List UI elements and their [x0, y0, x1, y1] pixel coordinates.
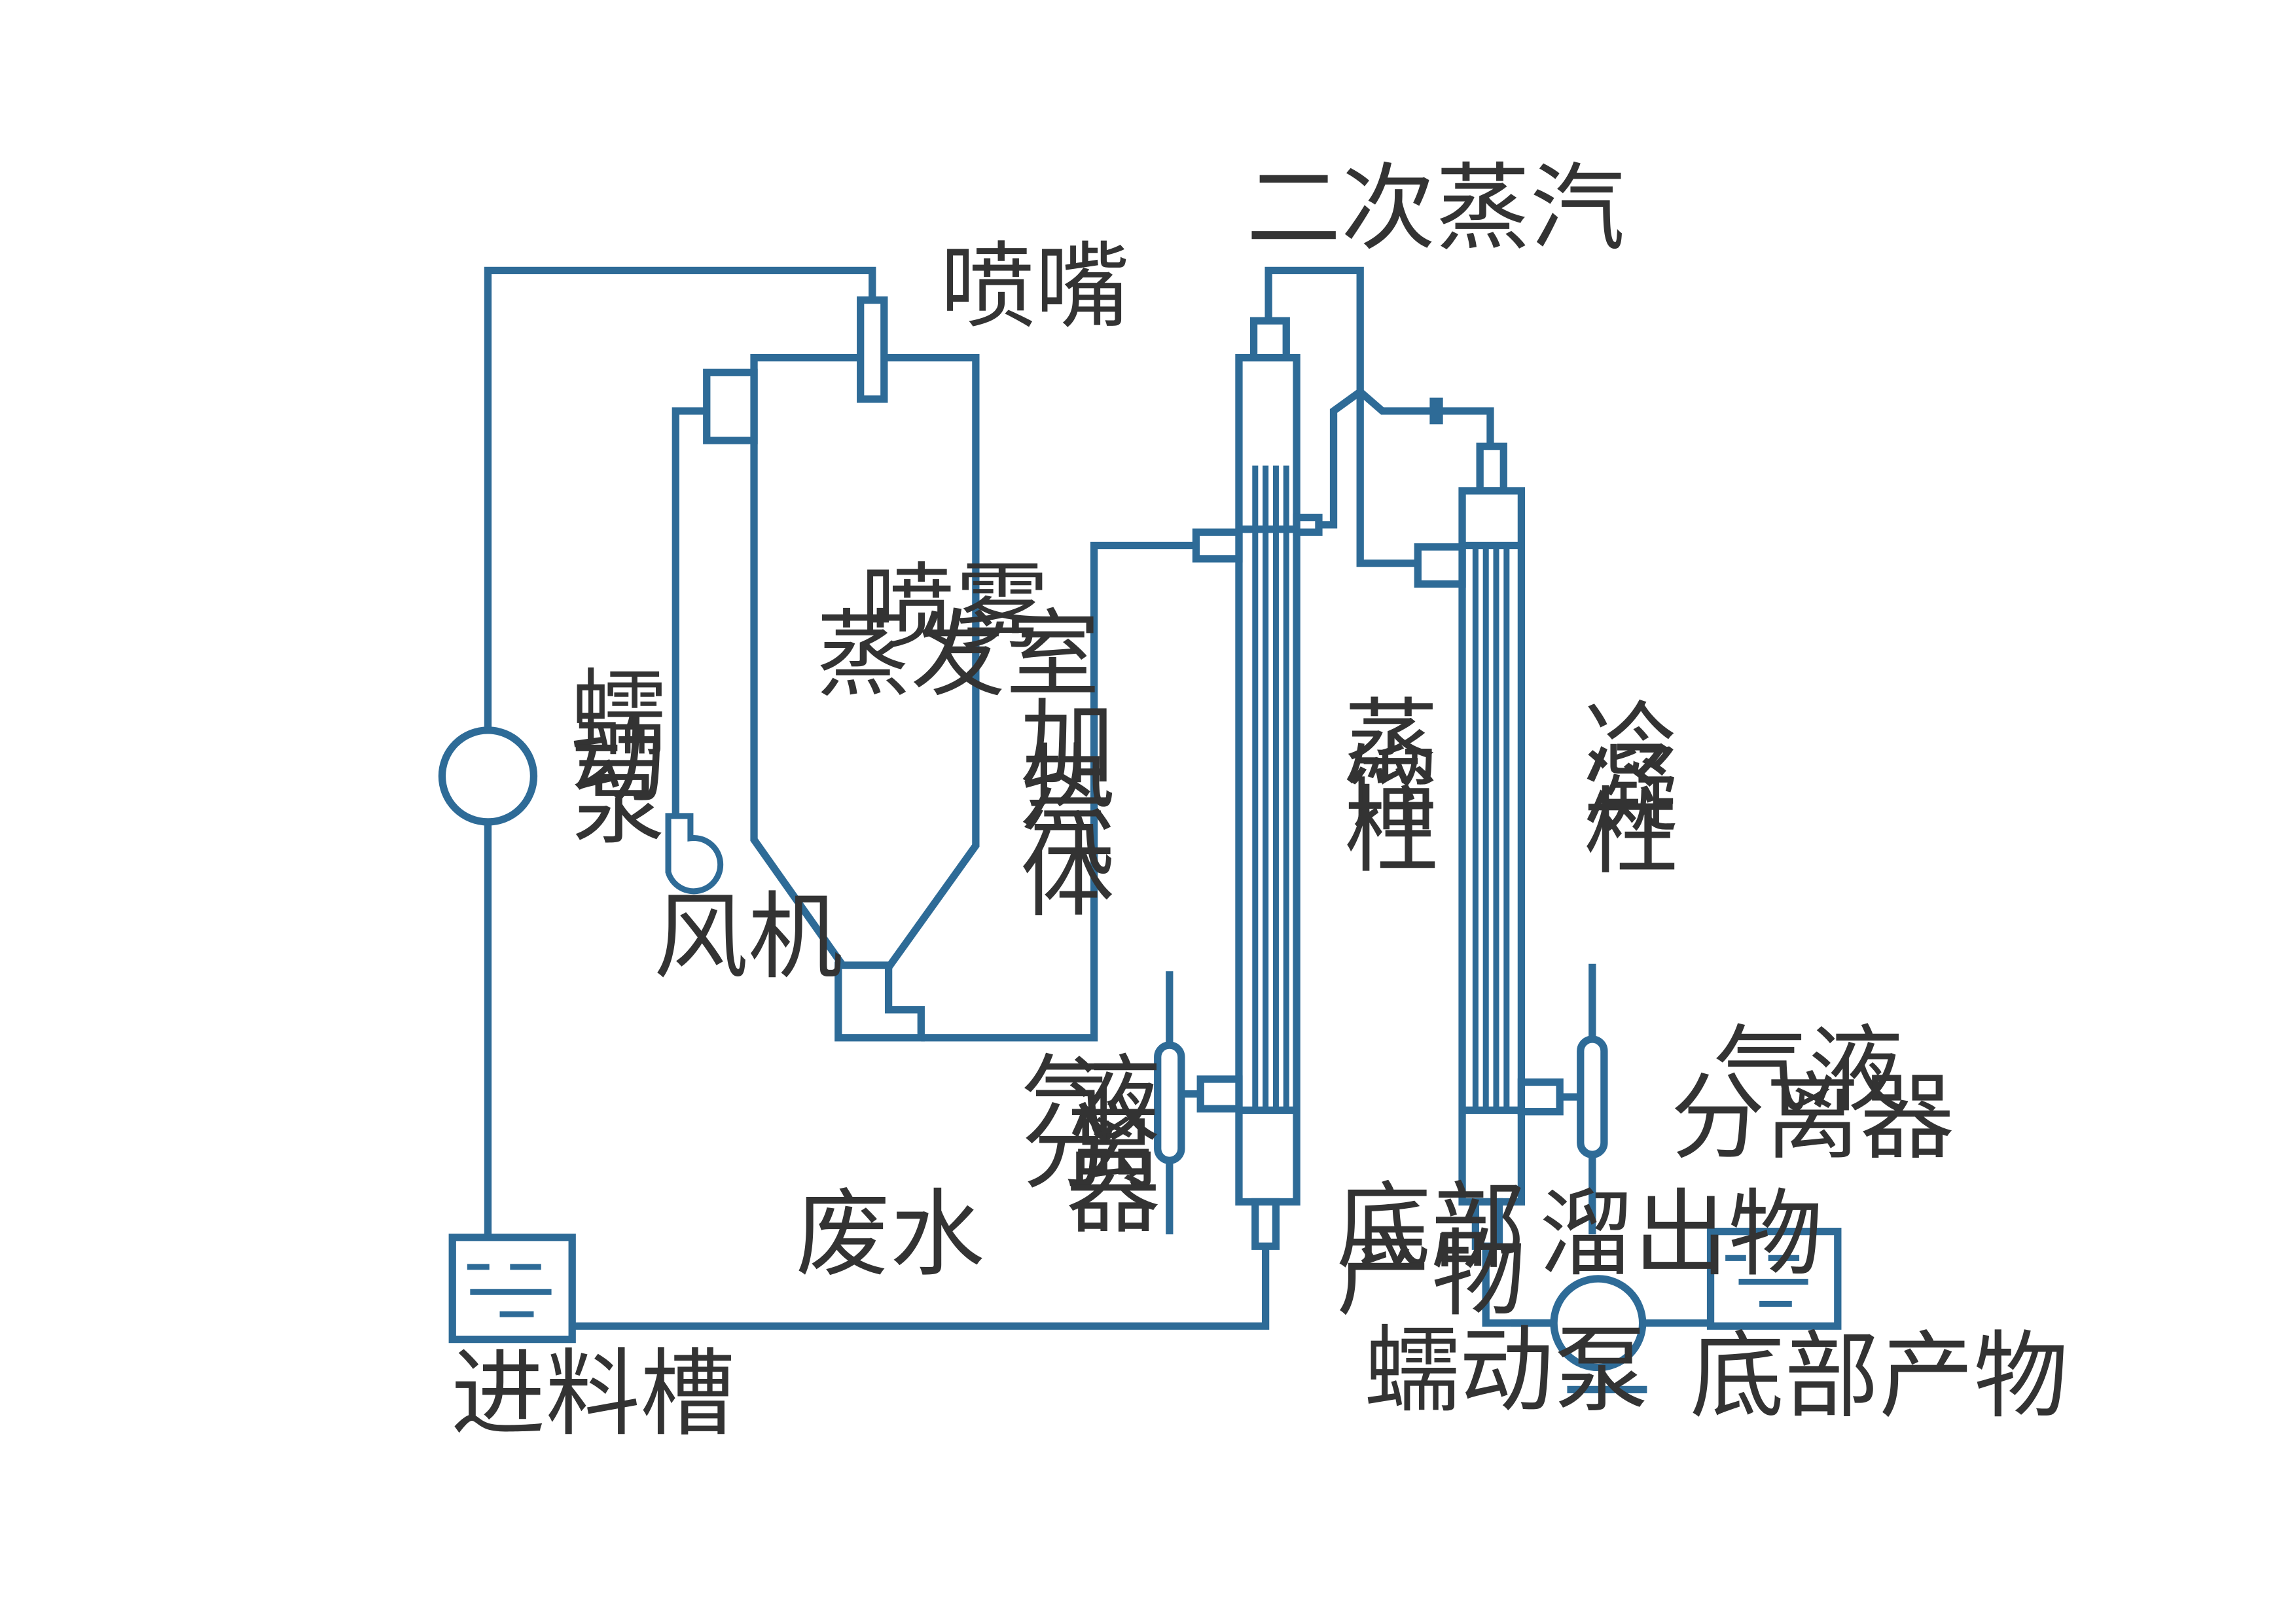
label-bottom-product-mid-2: 产物	[1336, 1220, 1526, 1330]
condenser-body	[1458, 487, 1526, 1206]
distillate-tank	[1706, 1228, 1842, 1330]
label-fan: 风机	[653, 883, 842, 993]
condenser-top-stem	[1476, 442, 1507, 495]
label-heating-gas-4: 体	[1020, 821, 1115, 931]
label-separator-left-b1: 液	[1066, 1045, 1161, 1155]
feed-tank	[448, 1234, 576, 1344]
condenser-steam-inlet	[1414, 543, 1466, 588]
label-pump-left-1: 蠕	[571, 660, 666, 770]
label-condenser-1: 冷	[1583, 692, 1678, 802]
separator-right	[1577, 1035, 1608, 1158]
separator-left-connector	[1196, 1075, 1243, 1113]
label-spray-chamber-1: 喷雾	[861, 553, 1050, 663]
chamber-side-inlet	[703, 368, 758, 444]
label-distillation-column: 蒸 馏 柱	[1344, 689, 1439, 886]
chamber-outlet	[834, 961, 925, 1042]
label-distillation-1: 蒸	[1344, 689, 1439, 799]
distillation-column-top-cap	[1249, 317, 1290, 362]
label-pump-left: 蠕 动 泵	[571, 660, 666, 859]
separator-left	[1154, 1041, 1185, 1164]
label-secondary-steam: 二次蒸汽	[1246, 154, 1624, 264]
label-condenser-3: 柱	[1583, 777, 1678, 887]
label-pump-left-3: 泵	[571, 748, 666, 858]
label-pump-left-2: 动	[571, 707, 666, 817]
label-waste-water: 废水	[795, 1180, 984, 1290]
label-heating-gas: 加 热 气 体	[1020, 689, 1115, 931]
label-bottom-product-right: 底部产物	[1690, 1322, 2068, 1432]
label-heating-gas-3: 气	[1020, 779, 1115, 889]
label-distillation-2: 馏	[1344, 735, 1439, 845]
label-heating-gas-1: 加	[1020, 689, 1115, 799]
distillation-tubes	[1252, 465, 1289, 1111]
label-separator-left-a2: 分	[1022, 1093, 1117, 1203]
separator-right-connector	[1517, 1078, 1564, 1116]
distillation-side-port	[1293, 513, 1323, 536]
label-separator-left-b3: 器	[1066, 1137, 1161, 1247]
feed-pipe	[484, 266, 876, 1238]
label-nozzle: 喷嘴	[941, 232, 1130, 342]
label-condenser-column: 冷 凝 柱	[1583, 692, 1678, 887]
label-distillate: 溜出物	[1539, 1180, 1823, 1290]
secondary-steam-pipe-top	[1265, 266, 1418, 567]
label-separator-right-1: 气液	[1713, 1016, 1903, 1126]
waste-water-pipe	[572, 1246, 1270, 1330]
peristaltic-pump-left	[438, 726, 538, 826]
condenser-tubes	[1472, 545, 1510, 1111]
label-pump-bottom: 蠕动泵	[1365, 1316, 1649, 1426]
label-separator-right-2: 分离器	[1671, 1063, 1955, 1173]
label-separator-left: 气 分 液 离 器	[1022, 1045, 1160, 1247]
label-condenser-2: 凝	[1583, 736, 1678, 846]
label-separator-left-a1: 气	[1022, 1045, 1117, 1155]
distillation-bottom-stem	[1251, 1198, 1280, 1250]
valve	[1429, 397, 1443, 425]
label-heating-gas-2: 热	[1020, 735, 1115, 845]
distillation-gas-inlet	[1192, 528, 1243, 563]
heating-gas-pipe	[921, 541, 1196, 1042]
label-separator-left-b2: 离	[1066, 1093, 1161, 1203]
fan-duct	[672, 407, 707, 816]
label-spray-chamber-2: 蒸发室	[816, 600, 1100, 710]
label-bottom-product-mid-1: 底部	[1336, 1173, 1526, 1283]
label-distillation-3: 柱	[1344, 776, 1439, 886]
label-feed-tank: 进料槽	[451, 1340, 735, 1450]
nozzle	[857, 296, 888, 403]
secondary-steam-pipe-cross	[1318, 387, 1494, 529]
fan-icon	[665, 813, 724, 895]
